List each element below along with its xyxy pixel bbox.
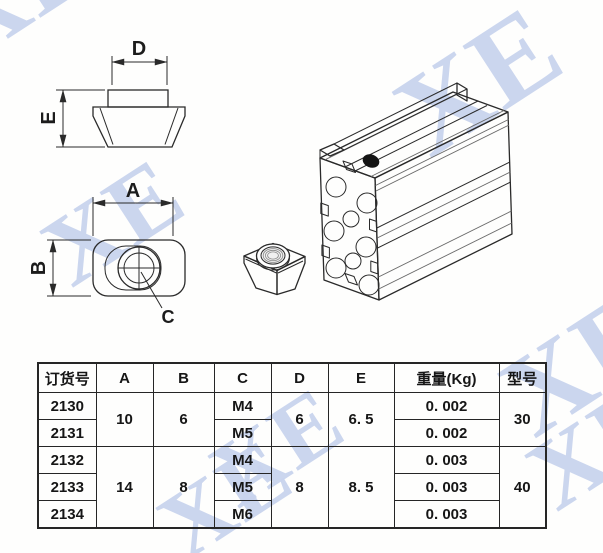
front-view-boss — [107, 89, 169, 108]
header-d: D — [270, 362, 329, 393]
cell-order-no: 2131 — [37, 419, 97, 447]
dim-label-b: B — [28, 261, 50, 275]
top-view: C A B — [28, 180, 186, 327]
cell-order-no: 2134 — [37, 500, 97, 529]
cell-weight: 0. 002 — [393, 392, 500, 420]
cell-weight: 0. 003 — [393, 473, 500, 501]
thread-line — [264, 249, 281, 262]
cell-b: 8 — [152, 446, 215, 529]
t-slot-notch — [370, 260, 379, 275]
back-rib-edge — [333, 82, 458, 145]
cell-c: M5 — [213, 419, 272, 447]
cell-order-no: 2133 — [37, 473, 97, 501]
profile-section-face — [319, 157, 380, 301]
dim-label-c: C — [162, 307, 175, 327]
dim-label-e: E — [38, 111, 60, 124]
spec-table: 订货号 A B C D E 重量(Kg) 型号 2130 10 6 M4 6 6… — [37, 362, 547, 529]
header-e: E — [327, 362, 395, 393]
cell-order-no: 2130 — [37, 392, 97, 420]
front-view-chamfer-left — [99, 107, 114, 145]
top-view-boss — [104, 245, 162, 291]
front-view-chamfer-right — [164, 107, 179, 145]
table-row: 2130 10 6 M4 6 6. 5 0. 002 30 — [37, 392, 547, 447]
cell-weight: 0. 003 — [393, 446, 500, 474]
side-chamfer-line — [378, 210, 512, 278]
side-slot-edge — [376, 161, 511, 229]
profile-center-bore — [344, 252, 362, 270]
table-row: 2133 M5 0. 003 — [37, 473, 546, 501]
front-view: D E — [38, 38, 186, 148]
table-row: 2131 M5 0. 002 — [37, 419, 546, 447]
t-slot-notch — [320, 202, 329, 217]
dim-label-d: D — [132, 38, 146, 60]
header-weight: 重量(Kg) — [393, 362, 500, 393]
cell-weight: 0. 003 — [393, 500, 500, 529]
header-a: A — [95, 362, 154, 393]
profile-corner-hole — [325, 176, 347, 198]
table-row: 2132 14 8 M4 8 8. 5 0. 003 40 — [37, 446, 547, 529]
leader-line-c — [140, 271, 163, 309]
thread-hole — [260, 246, 286, 265]
cell-c: M6 — [213, 500, 272, 529]
cell-b: 6 — [152, 392, 215, 447]
top-view-body — [92, 239, 186, 297]
side-slot-edge — [377, 181, 511, 249]
dim-label-a: A — [126, 180, 140, 202]
nut-chamfer-edge — [277, 260, 304, 274]
header-b: B — [152, 362, 215, 393]
profile-corner-hole — [356, 192, 378, 214]
back-rib-edge — [343, 88, 468, 151]
profile-corner-hole — [323, 220, 345, 242]
cell-a: 10 — [95, 392, 154, 447]
side-slot-inner-line — [376, 171, 511, 239]
table-row: 2134 M6 0. 003 — [37, 500, 546, 529]
cell-e: 6. 5 — [327, 392, 395, 447]
profile-corner-hole — [358, 274, 380, 296]
t-slot-notch — [369, 218, 377, 233]
centerline-cross — [118, 247, 160, 289]
header-c: C — [213, 362, 272, 393]
front-view-body — [92, 106, 186, 148]
inserted-t-nut-dot — [362, 154, 380, 168]
nut-boss-side — [256, 257, 290, 271]
back-rib-near-cap — [319, 143, 345, 157]
cell-c: M4 — [213, 446, 272, 474]
profile-side-face — [374, 111, 513, 301]
header-order-no: 订货号 — [37, 362, 97, 393]
side-chamfer-line — [378, 222, 513, 290]
cell-a: 14 — [95, 446, 154, 529]
t-slot-notch — [344, 273, 358, 286]
back-rib-far-cap — [456, 82, 468, 102]
side-chamfer-line — [375, 124, 510, 192]
side-chamfer-line — [375, 119, 509, 186]
cell-order-no: 2132 — [37, 446, 97, 474]
iso-extrusion-profile — [319, 82, 513, 301]
cell-model: 30 — [498, 392, 547, 447]
cell-d: 6 — [270, 392, 329, 447]
profile-corner-hole — [355, 236, 377, 258]
profile-center-bore — [342, 210, 360, 228]
spec-table-header-row: 订货号 A B C D E 重量(Kg) 型号 — [37, 362, 547, 393]
t-slot-notch — [321, 244, 330, 259]
cell-c: M4 — [213, 392, 272, 420]
cell-d: 8 — [270, 446, 329, 529]
thread-line — [262, 248, 284, 263]
iso-t-nut — [243, 242, 306, 296]
header-model: 型号 — [498, 362, 547, 393]
thread-line — [267, 251, 279, 260]
profile-corner-hole — [325, 257, 347, 279]
cell-model: 40 — [498, 446, 547, 529]
cell-e: 8. 5 — [327, 446, 395, 529]
cell-c: M5 — [213, 473, 272, 501]
cell-weight: 0. 002 — [393, 419, 500, 447]
top-chamfer-line — [370, 110, 505, 177]
